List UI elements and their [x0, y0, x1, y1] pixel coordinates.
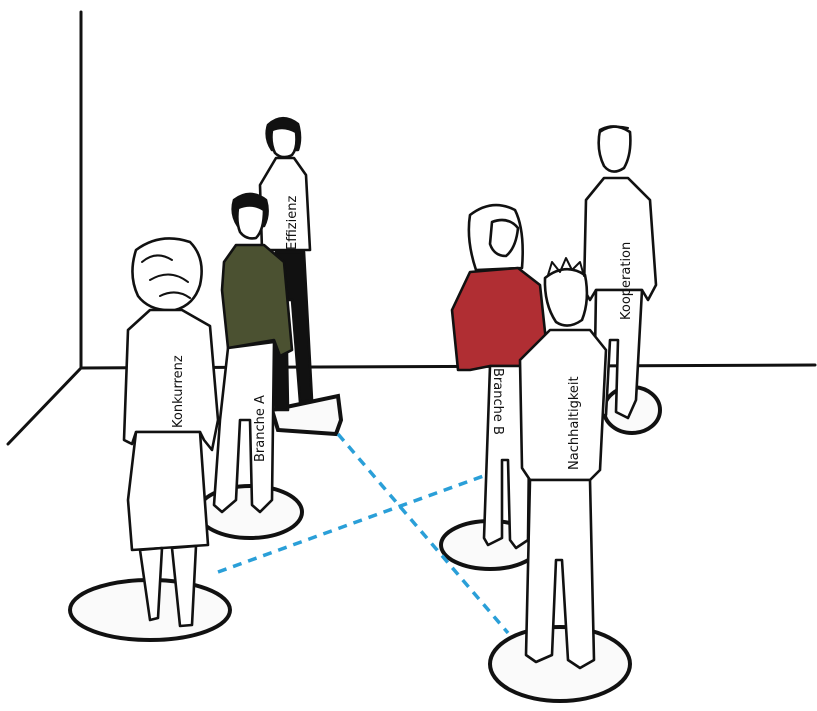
label-branche-a: Branche A	[253, 395, 268, 462]
label-branche-b: Branche B	[490, 368, 505, 435]
label-kooperation: Kooperation	[619, 242, 634, 320]
figure-konkurrenz: Konkurrenz	[124, 238, 218, 626]
label-konkurrenz: Konkurrenz	[171, 355, 186, 428]
floor-left-line	[8, 368, 81, 444]
label-effizienz: Effizienz	[285, 196, 300, 250]
label-nachhaltigkeit: Nachhaltigkeit	[567, 376, 582, 470]
base-nachhaltigkeit	[490, 627, 630, 701]
